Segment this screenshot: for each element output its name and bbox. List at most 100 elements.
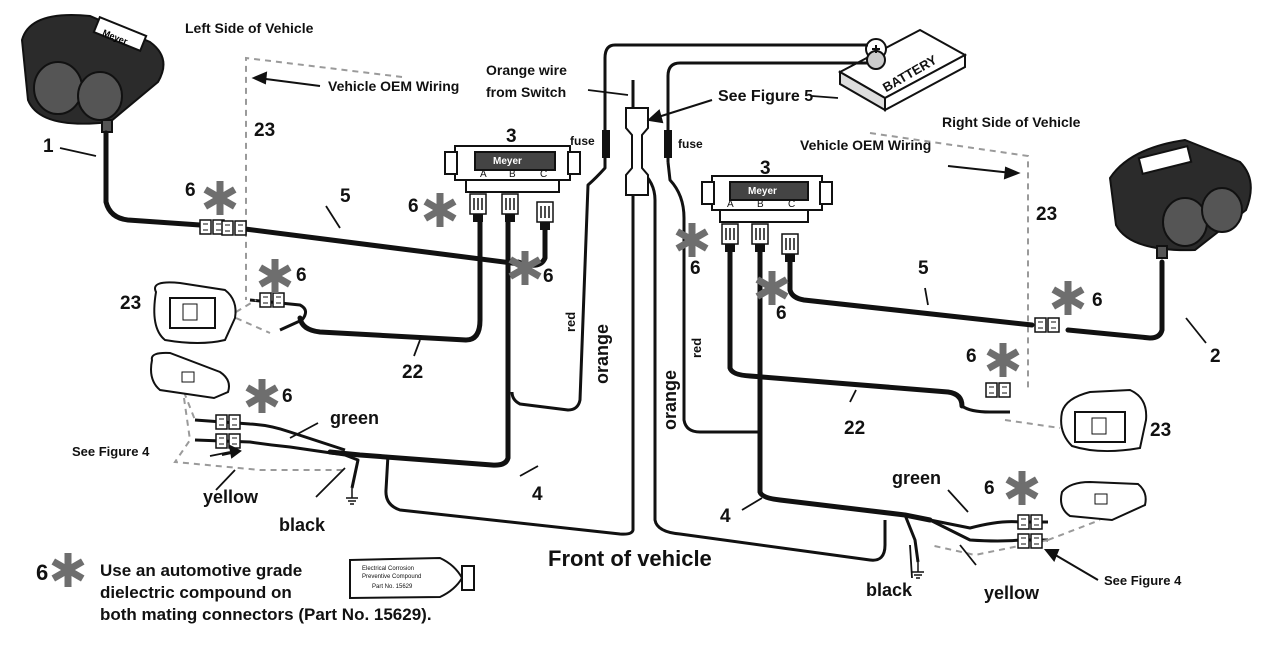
right-harness-5 <box>787 259 1035 328</box>
left-red-wire <box>510 162 607 412</box>
right-harness-4 <box>757 249 933 523</box>
left-orange-label: orange <box>592 323 612 384</box>
tube-text-3: Part No. 15629 <box>372 584 413 590</box>
callout-6: 6 <box>776 303 787 324</box>
left-turn-lamp <box>150 351 230 400</box>
callout-22-left: 22 <box>402 362 424 383</box>
callout-3-right: 3 <box>760 158 771 179</box>
asterisk-icon <box>423 193 457 227</box>
asterisk-icon <box>245 379 279 413</box>
right-black-label: black <box>866 580 913 600</box>
left-headlight-connector <box>199 219 225 235</box>
right-red-label: red <box>689 337 704 358</box>
right-black-wire <box>903 514 920 563</box>
callout-4-left: 4 <box>532 484 543 505</box>
see-figure-4-right: See Figure 4 <box>1104 573 1182 588</box>
callout-6: 6 <box>408 196 419 217</box>
left-red-label: red <box>563 311 578 332</box>
left-black-wire <box>344 453 360 489</box>
oem-boundary-right <box>869 132 1029 392</box>
left-module-b: B <box>509 169 516 180</box>
left-ground-symbol <box>345 487 359 505</box>
see-figure-5-label: See Figure 5 <box>718 88 814 105</box>
arrows <box>221 71 1099 581</box>
right-fuse-label: fuse <box>678 137 703 151</box>
right-module-brand: Meyer <box>748 186 777 197</box>
right-green-label: green <box>892 468 942 488</box>
note-line-2: dielectric compound on <box>100 583 292 602</box>
battery-wire-left <box>603 43 868 162</box>
orange-switch-wire <box>384 80 635 536</box>
right-red-wire <box>666 161 760 434</box>
asterisk-icon <box>508 251 542 285</box>
callout-23: 23 <box>120 293 142 314</box>
left-side-label: Left Side of Vehicle <box>185 20 314 36</box>
switch-connector <box>625 107 649 196</box>
callout-6: 6 <box>966 346 977 367</box>
right-module-plug-c <box>781 233 799 263</box>
left-module-brand: Meyer <box>493 156 522 167</box>
left-module-c: C <box>540 169 548 180</box>
asterisk-icon <box>51 553 85 587</box>
right-park-lamp-pigtail <box>961 404 1010 414</box>
right-headlight-harness-2 <box>1065 259 1165 341</box>
left-green-wire <box>194 418 346 452</box>
callout-23: 23 <box>1036 204 1058 225</box>
left-harness-5 <box>242 226 523 267</box>
left-module-plug-b <box>501 193 519 223</box>
callout-2: 2 <box>1210 346 1221 367</box>
battery-wire-right <box>666 61 868 162</box>
left-green-label: green <box>330 408 380 428</box>
callout-6: 6 <box>543 266 554 287</box>
asterisk-icon <box>1051 281 1085 315</box>
right-park-connector <box>985 382 1011 398</box>
left-module-plug-c <box>536 201 554 231</box>
asterisk-icon <box>1005 471 1039 505</box>
left-park-connector <box>259 292 285 308</box>
left-harness-4b <box>327 219 511 468</box>
right-turn-lamp <box>1060 480 1147 522</box>
right-orange-label: orange <box>660 369 680 430</box>
callout-6: 6 <box>690 258 701 279</box>
left-headlight-harness-1 <box>103 130 203 228</box>
right-orange-wire <box>639 168 887 562</box>
right-ground-symbol <box>911 561 925 579</box>
asterisk-icon <box>203 181 237 215</box>
right-module-b: B <box>757 199 764 210</box>
callout-6: 6 <box>282 386 293 407</box>
left-module-a: A <box>480 169 487 180</box>
callout-1: 1 <box>43 136 54 157</box>
left-oem-pigtail-lamp <box>235 299 257 313</box>
right-headlight-connector <box>1034 317 1060 333</box>
right-yellow-label: yellow <box>984 583 1040 603</box>
right-module-plug-b <box>751 223 769 253</box>
left-fuse-label: fuse <box>570 134 595 148</box>
left-headlight <box>20 14 165 133</box>
left-yellow-wire <box>194 438 346 457</box>
left-oem-pigtail-lamp2 <box>235 317 271 334</box>
callout-3-left: 3 <box>506 126 517 147</box>
right-module-c: C <box>788 199 796 210</box>
callout-6: 6 <box>185 180 196 201</box>
note-number: 6 <box>36 560 49 585</box>
asterisk-icon <box>675 223 709 257</box>
callout-5-right: 5 <box>918 258 929 279</box>
right-park-lamp <box>1060 388 1148 453</box>
right-oem-pigtail-lamp <box>1004 419 1061 429</box>
callout-6: 6 <box>1092 290 1103 311</box>
left-fuse <box>602 130 610 158</box>
see-figure-4-left: See Figure 4 <box>72 444 150 459</box>
callout-6: 6 <box>296 265 307 286</box>
right-harness-22 <box>727 249 965 409</box>
oem-boundary-left <box>245 56 403 300</box>
oem-wiring-label-right: Vehicle OEM Wiring <box>800 137 932 153</box>
right-module <box>701 175 833 223</box>
left-module <box>444 145 581 193</box>
right-module-a: A <box>727 199 734 210</box>
tube-text-2: Preventive Compound <box>362 574 422 580</box>
callout-23: 23 <box>254 120 276 141</box>
left-black-label: black <box>279 515 326 535</box>
left-yellow-label: yellow <box>203 487 259 507</box>
